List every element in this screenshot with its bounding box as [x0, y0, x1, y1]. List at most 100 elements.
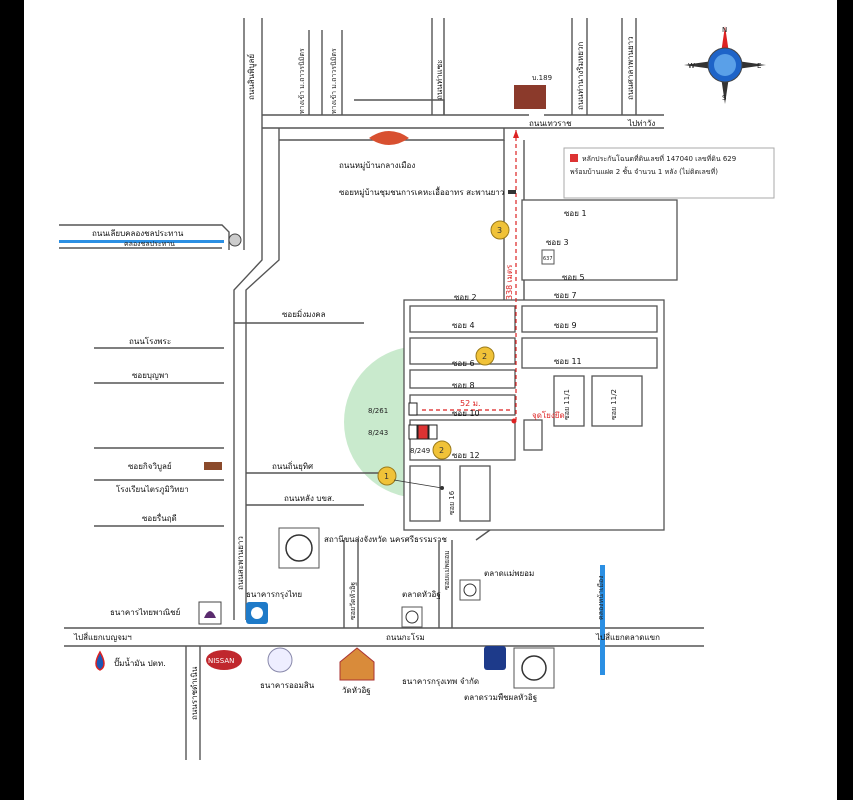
block-8 — [553, 375, 585, 427]
label-thasae: ถนนท่าแซะ — [435, 60, 444, 100]
red-point — [511, 418, 517, 424]
label-soi-4: ซอย 4 — [452, 321, 475, 330]
marker-3-label: 3 — [497, 226, 502, 235]
label-matrini-2: ทางเข้า ม.ถาวรนิมิตร — [330, 48, 338, 114]
block-10 — [521, 199, 678, 281]
marker-3 — [490, 220, 510, 240]
label-house-243: 8/243 — [368, 429, 388, 437]
legend-line-1: หลักประกันโฉนดที่ดินเลขที่ 147040 เลขที่… — [582, 154, 736, 163]
label-lang-bos: ถนนหลัง บขส. — [284, 494, 334, 503]
compass-rose — [684, 26, 766, 104]
market-icon-1-inner — [405, 610, 419, 624]
legend-box — [563, 147, 775, 199]
label-ptt: ปั๊มน้ำมัน ปตท. — [114, 657, 166, 668]
block-1 — [409, 305, 516, 333]
legend-line-2: พร้อมบ้านแฝด 2 ชั้น จำนวน 1 หลัง (ไม่ติด… — [570, 165, 718, 176]
marker-1-label: 1 — [384, 472, 389, 481]
map-canvas: 1 2 2 3 ถนนเทวราช ไปท่าวัง บ.189 ถนนหมู่… — [59, 18, 775, 760]
label-lieb-khlong: ถนนเลียบคลองชลประทาน — [92, 229, 184, 238]
label-karom: ถนนกะโรม — [386, 632, 425, 642]
label-soi-16: ซอย 16 — [448, 490, 456, 515]
label-matrini-1: ทางเข้า ม.ถาวรนิมิตร — [298, 48, 306, 114]
label-house-261: 8/261 — [368, 407, 388, 415]
nissan-icon — [206, 650, 242, 670]
block-3 — [409, 369, 516, 389]
marker-2b — [432, 440, 452, 460]
compass-n: N — [722, 26, 727, 34]
label-soi-8: ซอย 8 — [452, 381, 475, 390]
label-boonyapha: ซอยบุญพา — [132, 371, 169, 380]
label-soi-6: ซอย 6 — [452, 359, 475, 368]
block-6 — [521, 305, 658, 333]
road-thewarat — [262, 114, 664, 129]
block-9 — [591, 375, 643, 427]
compass-w: W — [688, 62, 695, 70]
label-house-249: 8/249 — [410, 447, 430, 455]
label-thai-panich: ธนาคารไทยพาณิชย์ — [110, 607, 180, 617]
label-jud: จุดโยงยึด — [532, 410, 565, 420]
ptt-icon — [95, 650, 105, 671]
soi-5-sign — [541, 249, 555, 265]
bangkok-bank-icon — [484, 646, 506, 670]
label-to-left: ไปสี่แยกเบญจมฯ — [73, 631, 132, 642]
krungthai-icon-mark — [251, 607, 263, 619]
label-soi-12: ซอย 12 — [452, 451, 480, 460]
label-soi-7: ซอย 7 — [554, 291, 577, 300]
label-52m: 52 ม. — [460, 399, 481, 408]
house-target — [417, 424, 429, 440]
label-kitiwiboon: ซอยกิจวิบูลย์ — [128, 461, 172, 472]
marker-2a-label: 2 — [482, 352, 487, 361]
label-soi-1: ซอย 1 — [564, 209, 587, 218]
label-rongphra: ถนนโรงพระ — [129, 336, 171, 346]
station-icon-inner — [285, 534, 313, 562]
label-village: ถนนหมู่บ้านกลางเมือง — [339, 161, 415, 171]
label-soi-phayom: ซอยแม่พยอม — [443, 550, 451, 590]
label-to-right: ไปสี่แยกตลาดแขก — [595, 631, 660, 642]
house-261 — [408, 402, 418, 416]
road-thawon-1 — [308, 30, 323, 115]
label-soi-3: ซอย 3 — [546, 238, 569, 247]
label-nissan: NISSAN — [208, 657, 234, 665]
label-to-thawang: ไปท่าวัง — [627, 119, 655, 128]
road-small-top — [354, 99, 445, 115]
label-tha-nong: ถนนท่านางริมหยวก — [576, 42, 585, 110]
house-243b — [428, 424, 438, 440]
bus-stop-icon — [508, 190, 516, 194]
label-a189: บ.189 — [532, 74, 552, 82]
label-soi-11-2: ซอย 11/2 — [610, 389, 618, 420]
label-khasalum: ถนนศาลาพานยาว — [626, 36, 635, 100]
compass-e: E — [757, 62, 761, 70]
label-bangkok-bank: ธนาคารกรุงเทพ จำกัด — [402, 677, 479, 686]
label-mongkhon: ซอยมิ่งมงคล — [282, 308, 326, 319]
label-soi-5: ซอย 5 — [562, 273, 585, 282]
block-11 — [409, 465, 441, 522]
label-omsin: ธนาคารออมสิน — [260, 681, 315, 690]
block-12 — [459, 465, 491, 522]
road-ratchadamnoen — [185, 646, 201, 760]
village-logo — [369, 131, 409, 145]
label-thin-yut: ถนนถิ่นยุทิศ — [272, 460, 313, 471]
label-soi-2: ซอย 2 — [454, 293, 477, 302]
label-talad-ruam: ตลาดรวมพืชผลหัวอิฐ — [464, 693, 537, 702]
label-kanlamueang-soi: ซอยหมู่บ้านชุมชนการเคหะเอื้ออาทร สะพานยา… — [339, 186, 504, 198]
road-tha-nong — [571, 18, 588, 115]
legend-swatch — [570, 154, 578, 162]
marker-1-line — [393, 479, 443, 489]
marker-2a — [475, 346, 495, 366]
label-soi-10: ซอย 10 — [452, 409, 480, 418]
road-soi-phayom — [438, 540, 453, 628]
red-arrow-up — [513, 130, 519, 138]
label-ratchadamnoen: ถนนราชดำเนิน — [190, 666, 199, 720]
road-thasae — [431, 18, 445, 115]
label-talad-hua-it: ตลาดหัวอิฐ — [402, 590, 441, 599]
school-icon — [204, 462, 222, 470]
roundabout-icon — [228, 233, 242, 247]
block-2 — [409, 337, 516, 365]
map-sheet: 1 2 2 3 ถนนเทวราช ไปท่าวัง บ.189 ถนนหมู่… — [24, 0, 837, 800]
label-sin-prapa: ถนนสินพิบูลย์ — [246, 54, 257, 100]
label-soi-wat: ซอยวัดหัวอิฐ — [349, 582, 357, 620]
block-stair — [523, 419, 543, 451]
label-637: 637 — [543, 256, 553, 262]
market-icon-3-inner — [521, 655, 547, 681]
label-pho-rang: คลองหน้าเมือง — [597, 575, 605, 620]
